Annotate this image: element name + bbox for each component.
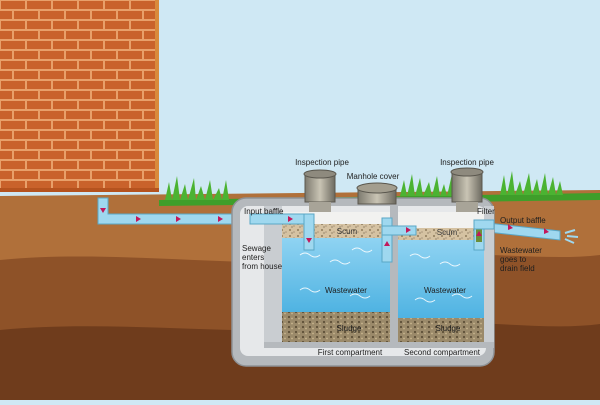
tank-floor	[264, 342, 494, 348]
inspection-pipe-right-shape	[450, 167, 484, 212]
label-drain-field: Wastewater goes to drain field	[500, 246, 542, 274]
transfer-pipe	[381, 217, 417, 263]
label-drain-line3: drain field	[500, 264, 535, 274]
label-wastewater-left: Wastewater	[325, 286, 367, 295]
label-output-baffle: Output baffle	[500, 216, 546, 225]
label-sewage-enters: Sewage enters from house	[242, 244, 282, 272]
flow-arrows	[100, 200, 549, 256]
manhole-shape	[356, 182, 398, 205]
label-filter: Filter	[477, 207, 495, 216]
label-inspection-pipe-right: Inspection pipe	[440, 158, 494, 167]
house-wall	[0, 0, 159, 192]
input-baffle	[249, 213, 315, 251]
label-drain-line1: Wastewater	[500, 246, 542, 255]
label-scum-right: Scum	[436, 228, 458, 237]
label-inspection-pipe-left: Inspection pipe	[295, 158, 349, 167]
label-input-baffle: Input baffle	[244, 207, 284, 216]
label-drain-line2: goes to	[500, 255, 527, 265]
label-wastewater-right: Wastewater	[424, 286, 466, 295]
label-sludge-right: Sludge	[435, 324, 461, 333]
right-wall	[484, 206, 494, 344]
water-waves	[299, 247, 473, 303]
label-manhole-cover: Manhole cover	[346, 172, 400, 181]
label-second-compartment: Second compartment	[403, 348, 481, 357]
label-sewage-line3: from house	[242, 262, 283, 272]
label-first-compartment: First compartment	[317, 348, 383, 357]
label-sludge-left: Sludge	[336, 324, 362, 333]
left-wall	[264, 206, 282, 344]
inspection-pipe-left-shape	[303, 169, 337, 212]
label-sewage-line2: enters	[242, 253, 265, 263]
label-scum-left: Scum	[336, 227, 358, 236]
label-sewage-line1: Sewage	[242, 244, 271, 253]
divider-wall	[390, 206, 398, 344]
